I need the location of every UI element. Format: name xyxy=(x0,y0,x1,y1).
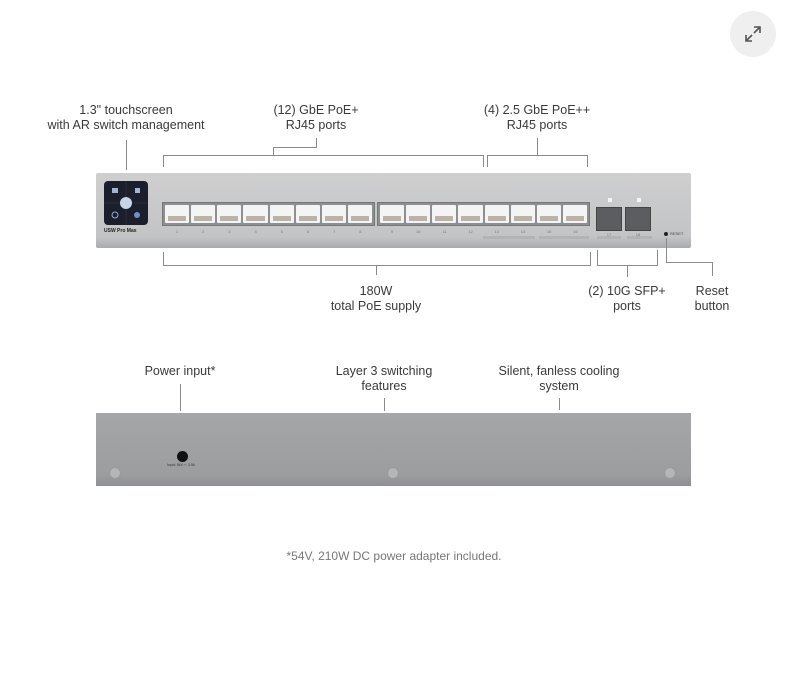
sfp-port xyxy=(596,207,622,231)
port-number: 5 xyxy=(280,229,283,234)
screw-icon xyxy=(664,467,676,479)
port-stripe xyxy=(483,236,535,239)
bracket-stem xyxy=(273,147,316,148)
sfp-number: 18 xyxy=(635,232,641,237)
bracket-stem xyxy=(316,138,317,148)
expand-button[interactable] xyxy=(730,11,776,57)
bracket-end xyxy=(483,155,484,167)
port-number: 16 xyxy=(573,229,578,234)
bracket-stem xyxy=(273,147,274,155)
bracket-end xyxy=(597,250,598,265)
leader-line xyxy=(559,398,560,410)
rj45-port xyxy=(217,205,242,223)
rj45-port xyxy=(243,205,268,223)
expand-arrows-icon xyxy=(745,26,761,42)
port-number: 3 xyxy=(228,229,231,234)
rj45-port xyxy=(191,205,216,223)
port-number: 12 xyxy=(468,229,473,234)
rj45-port xyxy=(165,205,190,223)
rj45-port xyxy=(510,205,535,223)
sfp-callout: (2) 10G SFP+ports xyxy=(588,284,666,313)
screw-icon xyxy=(387,467,399,479)
bracket-stem xyxy=(376,265,377,275)
rj45-port xyxy=(295,205,320,223)
bracket xyxy=(487,155,587,156)
gbe-ports-callout: (12) GbE PoE+RJ45 ports xyxy=(273,103,359,132)
sfp-led xyxy=(637,198,641,202)
bracket-end xyxy=(163,155,164,167)
port-number: 8 xyxy=(359,229,362,234)
port-number: 6 xyxy=(306,229,310,234)
touchscreen-ui-icon xyxy=(104,181,148,225)
ports-25g-callout: (4) 2.5 GbE PoE++RJ45 ports xyxy=(483,103,591,132)
port-number: 10 xyxy=(415,229,421,234)
sfp-stripe xyxy=(597,236,621,239)
power-input-callout: Power input* xyxy=(144,364,216,378)
bracket xyxy=(163,155,483,156)
port-number: 14 xyxy=(520,229,526,234)
reset-label: RESET xyxy=(670,231,684,236)
rj45-port xyxy=(484,205,509,223)
leader-line xyxy=(666,238,667,262)
bracket-end xyxy=(657,250,658,265)
leader-line xyxy=(384,398,385,411)
touchscreen xyxy=(104,181,148,225)
port-number: 4 xyxy=(254,229,257,234)
bracket-end xyxy=(487,155,488,167)
reset-button xyxy=(664,232,668,236)
sfp-stripe xyxy=(627,236,652,239)
sfp-led xyxy=(608,198,612,202)
port-number: 2 xyxy=(202,229,205,234)
rj45-port xyxy=(536,205,561,223)
port-stripe xyxy=(539,236,589,239)
mixed-port-group xyxy=(377,202,590,226)
power-rating-label: Input: 54V ⎓ 3.9A xyxy=(167,463,195,467)
rj45-port xyxy=(380,205,405,223)
bracket-end xyxy=(590,252,591,265)
model-label: USW Pro Max xyxy=(104,228,137,234)
port-number: 1 xyxy=(175,229,179,234)
bracket-stem xyxy=(537,138,538,155)
port-number: 7 xyxy=(333,229,336,234)
rj45-port xyxy=(458,205,483,223)
rj45-port xyxy=(347,205,372,223)
rj45-port xyxy=(562,205,587,223)
screw-icon xyxy=(109,467,121,479)
sfp-port xyxy=(625,207,651,231)
port-number: 15 xyxy=(546,229,552,234)
bracket-stem xyxy=(627,265,628,277)
port-number: 9 xyxy=(390,229,394,234)
port-number: 13 xyxy=(494,229,500,234)
bracket-end xyxy=(163,252,164,265)
bracket-end xyxy=(587,155,588,167)
rj45-port xyxy=(269,205,294,223)
rj45-port xyxy=(406,205,431,223)
bracket xyxy=(163,265,591,266)
footnote: *54V, 210W DC power adapter included. xyxy=(286,549,502,563)
gbe-port-group xyxy=(162,202,375,226)
port-number: 11 xyxy=(442,229,447,234)
leader-line xyxy=(712,262,713,276)
leader-line xyxy=(666,262,712,263)
sfp-number: 17 xyxy=(606,232,612,237)
rj45-port xyxy=(321,205,346,223)
leader-line xyxy=(126,140,127,170)
power-jack xyxy=(177,451,188,462)
leader-line xyxy=(180,384,181,411)
rj45-port xyxy=(432,205,457,223)
